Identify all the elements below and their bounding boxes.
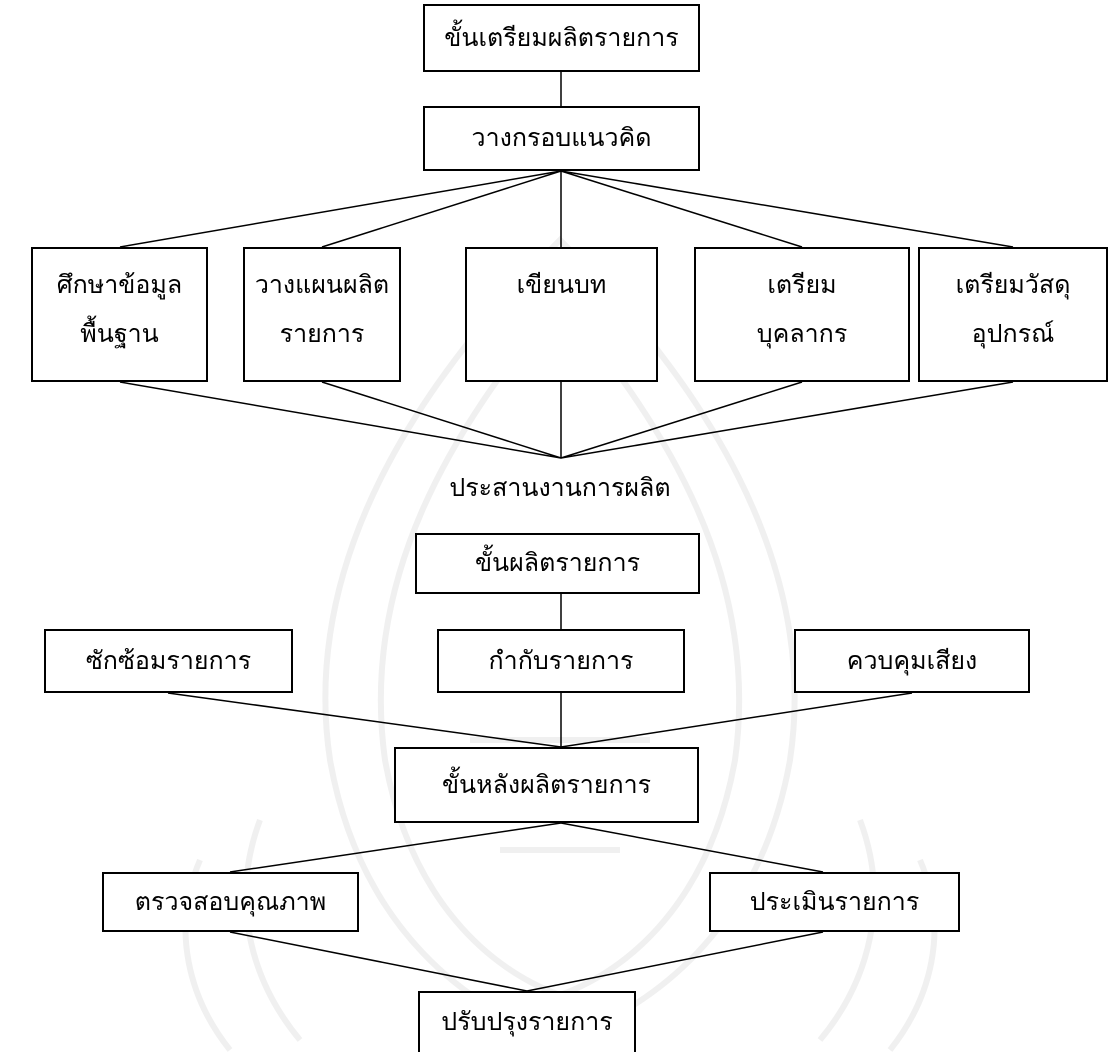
rehearsal-label: ซักซ้อมรายการ [85, 645, 252, 675]
production-header: ขั้นผลิตรายการ [415, 533, 700, 594]
task-box-prepare-personnel: เตรียม บุคลากร [694, 247, 910, 382]
task-line-2: บุคลากร [756, 318, 848, 348]
task-line-1: เขียนบท [516, 270, 607, 299]
task-box-prepare-equipment: เตรียมวัสดุ อุปกรณ์ [918, 247, 1108, 382]
task-box-evaluate-program: ประเมินรายการ [709, 872, 960, 932]
task-line-2: รายการ [279, 318, 365, 348]
task-line-1: เตรียม [767, 270, 837, 299]
concept-label: วางกรอบแนวคิด [471, 123, 652, 153]
post-production-header: ขั้นหลังผลิตรายการ [394, 747, 699, 823]
task-box-write-script: เขียนบท [465, 247, 658, 382]
direct-program-label: กำกับรายการ [488, 645, 634, 675]
task-box-plan-production: วางแผนผลิต รายการ [243, 247, 401, 382]
task-line-2: พื้นฐาน [80, 318, 159, 348]
pre-production-header-label: ขั้นเตรียมผลิตรายการ [444, 22, 679, 52]
task-box-direct-program: กำกับรายการ [437, 629, 685, 693]
quality-check-label: ตรวจสอบคุณภาพ [134, 886, 327, 916]
task-box-sound-control: ควบคุมเสียง [794, 629, 1030, 693]
final-box-improve-program: ปรับปรุงรายการ [418, 991, 636, 1052]
evaluate-program-label: ประเมินรายการ [749, 886, 920, 916]
coordination-label: ประสานงานการผลิต [449, 473, 671, 502]
task-line-2: อุปกรณ์ [971, 318, 1055, 348]
improve-program-label: ปรับปรุงรายการ [441, 1007, 613, 1037]
sound-control-label: ควบคุมเสียง [846, 645, 978, 675]
task-box-study-info: ศึกษาข้อมูล พื้นฐาน [31, 247, 208, 382]
concept-box: วางกรอบแนวคิด [423, 106, 700, 171]
production-header-label: ขั้นผลิตรายการ [474, 548, 641, 578]
pre-production-header: ขั้นเตรียมผลิตรายการ [423, 4, 700, 72]
task-box-rehearsal: ซักซ้อมรายการ [44, 629, 293, 693]
task-line-1: ศึกษาข้อมูล [56, 270, 183, 299]
task-box-quality-check: ตรวจสอบคุณภาพ [102, 872, 359, 932]
task-line-1: วางแผนผลิต [254, 270, 390, 299]
task-line-1: เตรียมวัสดุ [955, 270, 1071, 299]
post-production-header-label: ขั้นหลังผลิตรายการ [441, 769, 652, 799]
